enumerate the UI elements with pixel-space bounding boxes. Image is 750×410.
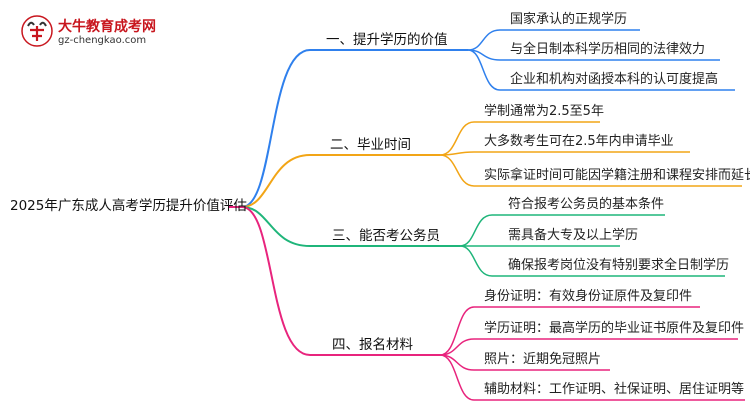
branch-1-leaf-1: 国家承认的正规学历	[510, 12, 628, 27]
edge-branch-3-leaf-3	[459, 245, 493, 277]
branch-1-leaf-2: 与全日制本科学历相同的法律效力	[510, 42, 706, 57]
bull-logo-icon	[21, 15, 53, 47]
branch-4-leaf-1: 身份证明：有效身份证原件及复印件	[484, 289, 693, 304]
root-node: 2025年广东成人高考学历提升价值评估	[10, 198, 247, 214]
edge-root-branch-4	[241, 206, 311, 356]
branch-4-leaf-4: 辅助材料：工作证明、社保证明、居住证明等	[484, 382, 745, 397]
edge-root-branch-1	[241, 49, 311, 208]
branch-3-leaf-3: 确保报考岗位没有特别要求全日制学历	[508, 258, 730, 273]
branch-3-label: 三、能否考公务员	[332, 228, 440, 244]
edge-root-branch-3	[241, 206, 311, 247]
branch-3-leaf-2: 需具备大专及以上学历	[508, 228, 639, 243]
branch-4-leaf-2: 学历证明：最高学历的毕业证书原件及复印件	[484, 321, 745, 336]
branch-2-leaf-3: 实际拿证时间可能因学籍注册和课程安排而延长	[484, 168, 750, 183]
branch-4-label: 四、报名材料	[332, 337, 413, 353]
edge-branch-4-leaf-1	[439, 306, 475, 356]
edge-branch-4-leaf-4	[439, 354, 475, 401]
edge-branch-1-leaf-1	[467, 29, 501, 51]
branch-2-leaf-1: 学制通常为2.5至5年	[484, 104, 604, 119]
edge-branch-2-leaf-3	[439, 154, 475, 187]
brand-site-url: gz-chengkao.com	[58, 35, 147, 46]
brand-logo[interactable]: 大牛教育成考网 gz-chengkao.com	[20, 14, 170, 50]
branch-2-leaf-2: 大多数考生可在2.5年内申请毕业	[484, 134, 674, 149]
edge-root-branch-2	[241, 154, 311, 208]
brand-name: 大牛教育成考网	[58, 19, 156, 35]
edge-branch-2-leaf-1	[439, 121, 475, 156]
branch-1-label: 一、提升学历的价值	[326, 32, 448, 48]
edge-branch-1-leaf-3	[467, 49, 501, 91]
branch-3-leaf-1: 符合报考公务员的基本条件	[508, 197, 665, 212]
branch-2-label: 二、毕业时间	[330, 137, 411, 153]
branch-4-leaf-3: 照片：近期免冠照片	[484, 352, 602, 367]
branch-1-leaf-3: 企业和机构对函授本科的认可度提高	[510, 72, 719, 87]
edge-branch-3-leaf-1	[459, 214, 493, 247]
